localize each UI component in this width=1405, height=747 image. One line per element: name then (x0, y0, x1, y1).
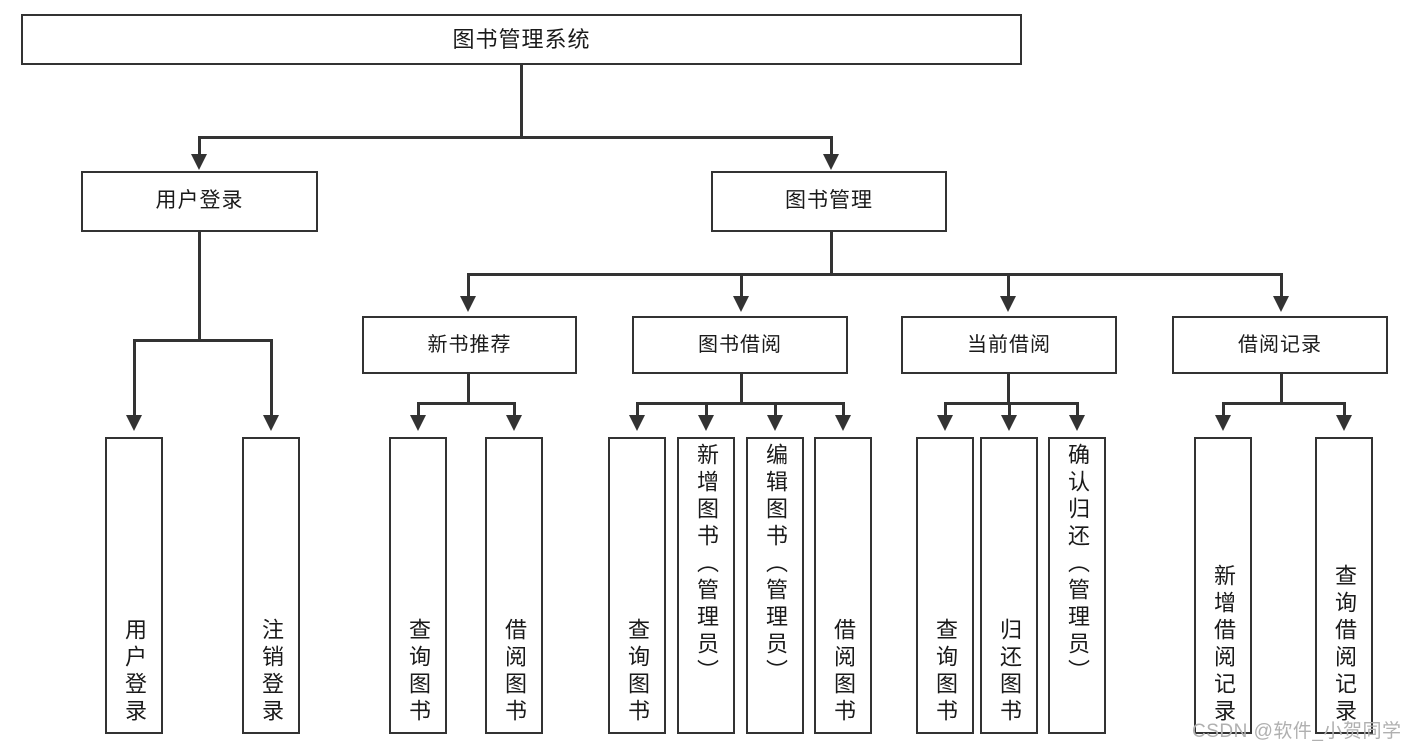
node-book-manage-label: 图书管理 (785, 189, 873, 213)
connector-bb-leaf2 (705, 402, 708, 417)
arrow-root-to-user-login (191, 154, 207, 170)
arrow-user-login-leaf1 (126, 415, 142, 431)
node-current-borrow[interactable]: 当前借阅 (901, 316, 1117, 374)
connector-bb-bus (636, 402, 844, 405)
leaf-add-record[interactable]: 新增借阅记录 (1194, 437, 1252, 734)
connector-bm-to-book-borrow (740, 273, 743, 298)
arrow-bm-to-current-borrow (1000, 296, 1016, 312)
connector-bb-leaf1 (636, 402, 639, 417)
connector-user-login-bus (133, 339, 270, 342)
node-borrow-record[interactable]: 借阅记录 (1172, 316, 1388, 374)
connector-root-bus (198, 136, 832, 139)
leaf-query-book-1-label: 查询图书 (406, 618, 431, 726)
leaf-query-book-2[interactable]: 查询图书 (608, 437, 666, 734)
connector-cb-leaf3 (1076, 402, 1079, 417)
arrow-bm-to-book-borrow (733, 296, 749, 312)
connector-bb-down (740, 374, 743, 402)
connector-book-manage-bus (467, 273, 1280, 276)
leaf-user-login-label: 用户登录 (122, 618, 147, 726)
connector-book-manage-down (830, 232, 833, 273)
leaf-confirm-return-label: 确认归还（管理员） (1065, 443, 1090, 686)
connector-nbr-leaf2 (513, 402, 516, 417)
node-borrow-record-label: 借阅记录 (1238, 333, 1322, 356)
arrow-cb-leaf1 (937, 415, 953, 431)
arrow-bb-leaf1 (629, 415, 645, 431)
node-root[interactable]: 图书管理系统 (21, 14, 1022, 65)
leaf-query-record-label: 查询借阅记录 (1332, 564, 1357, 726)
node-root-label: 图书管理系统 (452, 26, 591, 52)
leaf-query-record[interactable]: 查询借阅记录 (1315, 437, 1373, 734)
connector-nbr-leaf1 (417, 402, 420, 417)
leaf-edit-book-label: 编辑图书（管理员） (763, 443, 788, 686)
arrow-bm-to-borrow-record (1273, 296, 1289, 312)
leaf-add-book[interactable]: 新增图书（管理员） (677, 437, 735, 734)
arrow-nbr-leaf2 (506, 415, 522, 431)
arrow-cb-leaf2 (1001, 415, 1017, 431)
leaf-return-book[interactable]: 归还图书 (980, 437, 1038, 734)
connector-br-bus (1222, 402, 1345, 405)
leaf-edit-book[interactable]: 编辑图书（管理员） (746, 437, 804, 734)
leaf-query-book-1[interactable]: 查询图书 (389, 437, 447, 734)
node-new-book-rec-label: 新书推荐 (427, 333, 512, 356)
arrow-bb-leaf3 (767, 415, 783, 431)
connector-nbr-down (467, 374, 470, 402)
connector-bm-to-new-book-rec (467, 273, 470, 298)
watermark-csdn: CSDN @软件_小贺同学 (1192, 721, 1402, 742)
leaf-query-book-3[interactable]: 查询图书 (916, 437, 974, 734)
leaf-add-book-label: 新增图书（管理员） (694, 443, 719, 686)
connector-user-login-down (198, 232, 201, 339)
connector-cb-down (1007, 374, 1010, 402)
node-new-book-rec[interactable]: 新书推荐 (362, 316, 577, 374)
node-user-login-label: 用户登录 (155, 189, 244, 213)
arrow-root-to-book-manage (823, 154, 839, 170)
connector-cb-bus (944, 402, 1078, 405)
connector-root-down (520, 65, 523, 136)
leaf-logout-label: 注销登录 (259, 618, 284, 726)
leaf-borrow-book-2[interactable]: 借阅图书 (814, 437, 872, 734)
node-book-borrow[interactable]: 图书借阅 (632, 316, 848, 374)
leaf-confirm-return[interactable]: 确认归还（管理员） (1048, 437, 1106, 734)
connector-bb-leaf3 (774, 402, 777, 417)
arrow-br-leaf1 (1215, 415, 1231, 431)
leaf-logout[interactable]: 注销登录 (242, 437, 300, 734)
leaf-borrow-book-2-label: 借阅图书 (831, 618, 856, 726)
connector-root-to-book-manage (830, 136, 833, 156)
node-current-borrow-label: 当前借阅 (967, 333, 1051, 356)
node-book-manage[interactable]: 图书管理 (711, 171, 947, 232)
arrow-bm-to-new-book-rec (460, 296, 476, 312)
connector-cb-leaf2 (1008, 402, 1011, 417)
leaf-borrow-book-1[interactable]: 借阅图书 (485, 437, 543, 734)
connector-nbr-bus (417, 402, 516, 405)
node-book-borrow-label: 图书借阅 (698, 333, 782, 356)
connector-br-down (1280, 374, 1283, 402)
arrow-bb-leaf4 (835, 415, 851, 431)
leaf-return-book-label: 归还图书 (997, 618, 1022, 726)
leaf-borrow-book-1-label: 借阅图书 (502, 618, 527, 726)
arrow-nbr-leaf1 (410, 415, 426, 431)
leaf-query-book-3-label: 查询图书 (933, 618, 958, 726)
connector-bm-to-borrow-record (1280, 273, 1283, 298)
connector-bb-leaf4 (842, 402, 845, 417)
connector-user-login-leaf1 (133, 339, 136, 417)
arrow-bb-leaf2 (698, 415, 714, 431)
leaf-query-book-2-label: 查询图书 (625, 618, 650, 726)
connector-br-leaf2 (1343, 402, 1346, 417)
node-user-login[interactable]: 用户登录 (81, 171, 318, 232)
leaf-add-record-label: 新增借阅记录 (1211, 564, 1236, 726)
arrow-user-login-leaf2 (263, 415, 279, 431)
connector-br-leaf1 (1222, 402, 1225, 417)
leaf-user-login[interactable]: 用户登录 (105, 437, 163, 734)
connector-user-login-leaf2 (270, 339, 273, 417)
connector-root-to-user-login (198, 136, 201, 156)
connector-bm-to-current-borrow (1007, 273, 1010, 298)
arrow-cb-leaf3 (1069, 415, 1085, 431)
arrow-br-leaf2 (1336, 415, 1352, 431)
connector-cb-leaf1 (944, 402, 947, 417)
